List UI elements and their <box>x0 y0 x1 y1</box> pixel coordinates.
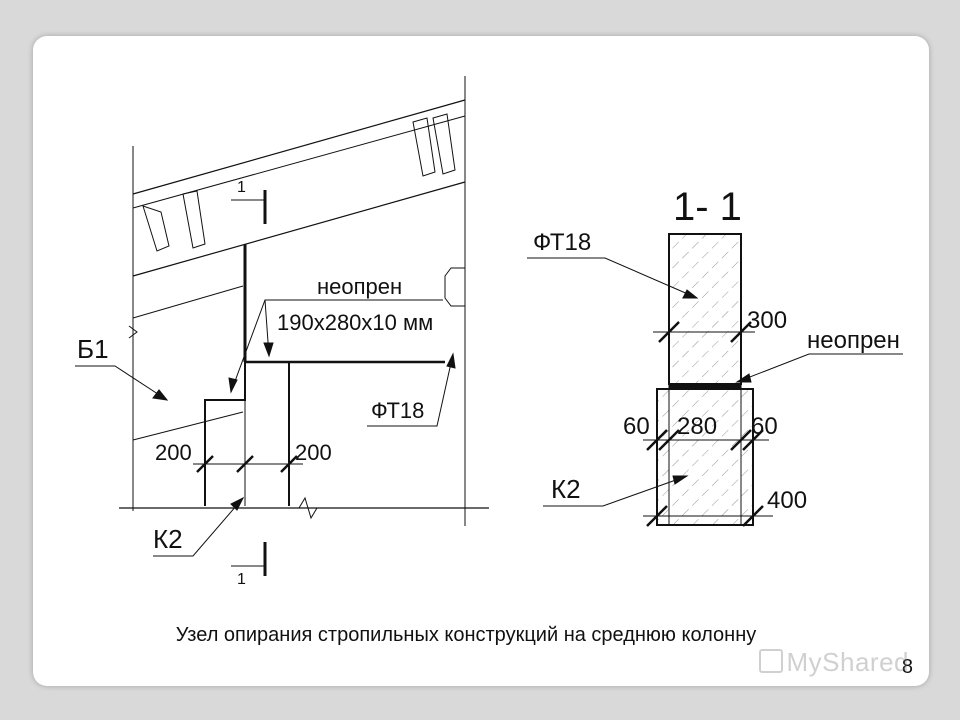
arrow-neoprene-right <box>735 373 752 383</box>
beam-lower-chord-2 <box>132 411 244 441</box>
label-k2-left: К2 <box>153 524 183 554</box>
roof-slab-rib <box>142 205 170 252</box>
label-ft18-right: ФТ18 <box>533 229 591 256</box>
roof-beam-top-edge <box>132 99 466 195</box>
label-section-bottom: 1 <box>237 571 246 588</box>
dim-tick <box>646 429 668 451</box>
arrow-neoprene <box>228 377 238 394</box>
roof-slab-rib-4 <box>432 113 456 175</box>
left-node-view <box>75 76 489 576</box>
ground-break <box>298 496 318 520</box>
label-neoprene-right: неопрен <box>807 327 900 354</box>
leader-b1 <box>75 365 168 401</box>
arrow-neoprene-2 <box>263 342 274 358</box>
dim-tick <box>742 429 764 451</box>
side-notch <box>444 267 465 307</box>
roof-slab-rib-3 <box>412 117 436 177</box>
roof-beam-bottom-edge <box>132 181 466 277</box>
dim-tick <box>646 505 668 527</box>
left-labels: 1 1 неопрен 190x280x10 мм Б1 ФТ18 200 20… <box>77 179 433 588</box>
label-neoprene-left: неопрен <box>317 274 402 299</box>
dim-tick <box>730 429 752 451</box>
dim-tick <box>658 429 680 451</box>
label-dim-60-right: 60 <box>751 413 778 440</box>
leader-neoprene-right <box>736 353 903 383</box>
watermark-text: MyShared <box>786 647 909 677</box>
roof-slab-rib-2 <box>182 190 206 249</box>
label-dim-200-right: 200 <box>295 440 332 465</box>
dim-tick <box>280 455 298 473</box>
arrow-b1 <box>152 389 169 401</box>
right-labels: 1- 1 ФТ18 300 неопрен 60 280 60 К2 400 <box>533 185 900 514</box>
column-k2-section <box>656 388 754 526</box>
block-ft18 <box>668 233 742 385</box>
leader-ft18-right <box>527 257 698 299</box>
leader-ft18 <box>367 353 454 427</box>
dim-tick <box>730 321 752 343</box>
label-section-top: 1 <box>237 179 246 196</box>
technical-drawing: 1 1 неопрен 190x280x10 мм Б1 ФТ18 200 20… <box>75 76 903 588</box>
section-title: 1- 1 <box>673 185 742 229</box>
arrow-ft18 <box>446 352 456 369</box>
arrow-k2 <box>230 496 245 511</box>
slide-caption: Узел опирания стропильных конструкций на… <box>175 624 757 646</box>
leader-k2 <box>153 497 244 557</box>
dim-tick <box>742 505 764 527</box>
label-dim-400: 400 <box>767 487 807 514</box>
section-1-1-view <box>527 233 903 527</box>
slide: 1 1 неопрен 190x280x10 мм Б1 ФТ18 200 20… <box>33 36 929 686</box>
presentation-icon <box>758 649 783 673</box>
break-mark <box>128 325 138 339</box>
beam-lower-chord <box>132 285 244 319</box>
column-k2-outline <box>204 361 290 506</box>
watermark: MyShared <box>758 647 910 678</box>
label-dim-60-left: 60 <box>623 413 650 440</box>
label-dim-200-left: 200 <box>155 440 192 465</box>
arrow-ft18-right <box>682 289 699 299</box>
label-ft18-left: ФТ18 <box>371 398 424 423</box>
dim-tick <box>196 455 214 473</box>
label-dim-280: 280 <box>677 413 717 440</box>
arrow-k2-right <box>672 475 689 485</box>
label-b1: Б1 <box>77 334 109 364</box>
label-dim-300: 300 <box>747 307 787 334</box>
label-k2-right: К2 <box>551 474 581 504</box>
dim-tick <box>236 455 254 473</box>
label-neoprene-size: 190x280x10 мм <box>277 310 433 335</box>
leader-k2-right <box>543 475 688 507</box>
page-number: 8 <box>901 656 913 678</box>
dim-tick <box>658 321 680 343</box>
